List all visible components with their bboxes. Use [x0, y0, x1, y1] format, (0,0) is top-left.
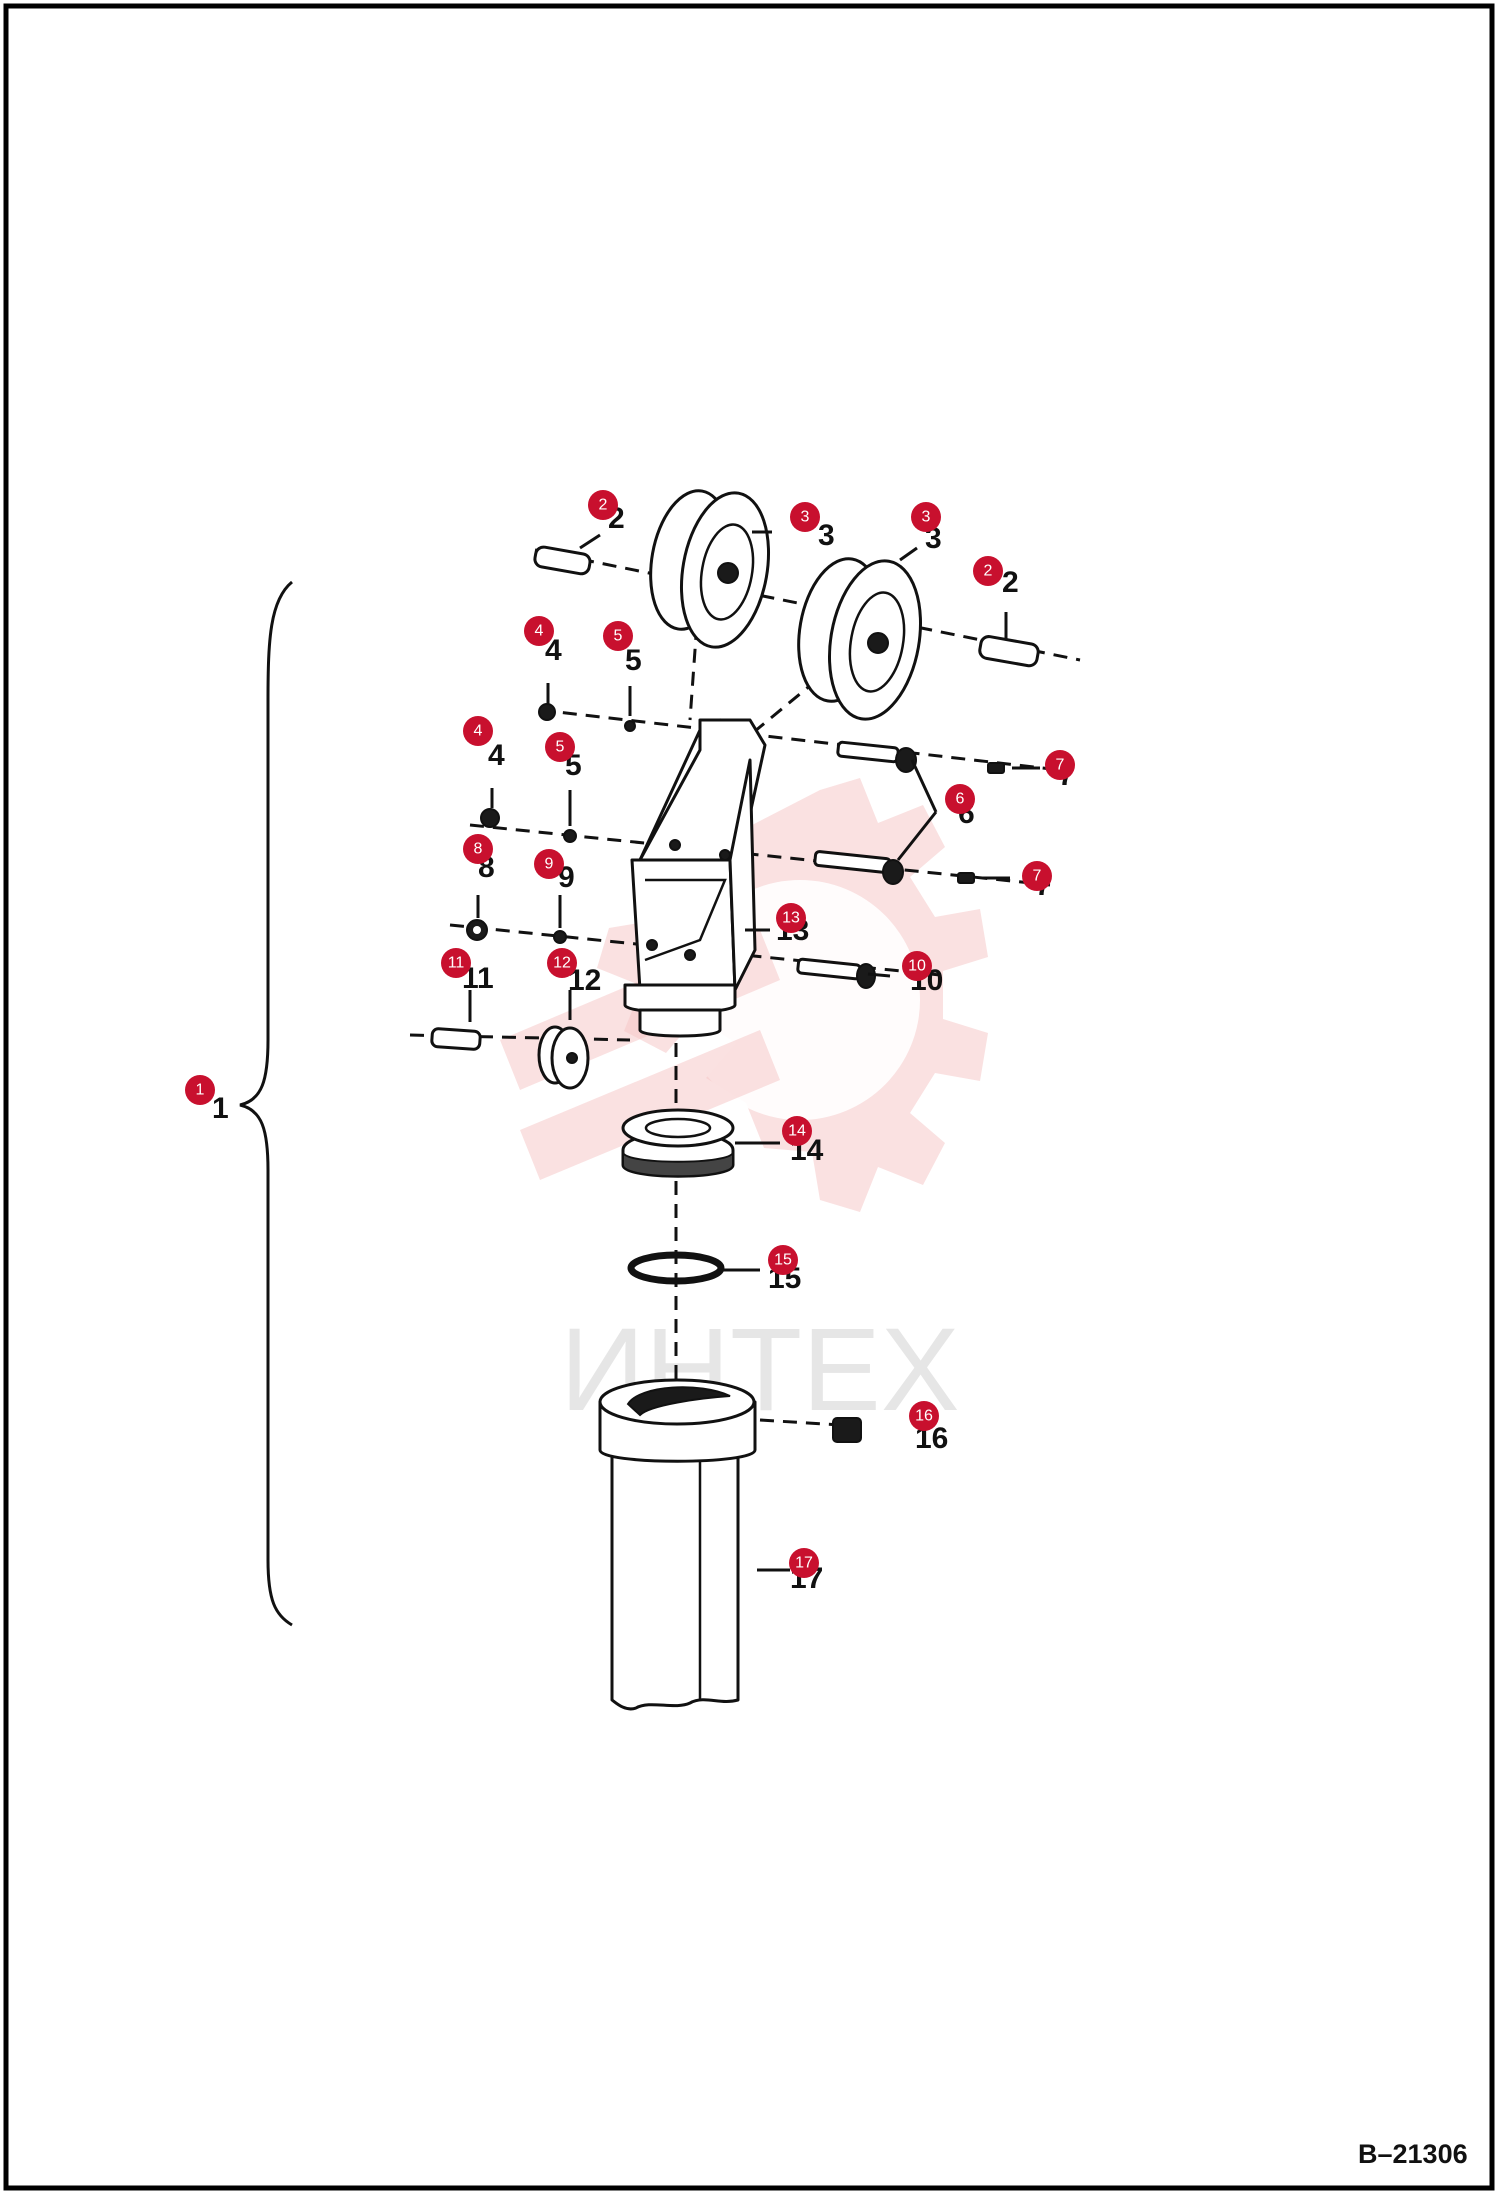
- sheave-3-left: [649, 489, 771, 649]
- svg-text:15: 15: [774, 1252, 792, 1269]
- callout-13[interactable]: 13: [776, 903, 806, 933]
- svg-text:10: 10: [908, 958, 926, 975]
- svg-text:11: 11: [448, 955, 465, 972]
- svg-text:2: 2: [599, 497, 608, 514]
- callout-5b[interactable]: 5: [545, 732, 575, 762]
- bolt-6-upper: [836, 740, 917, 773]
- mast-tube-17: [598, 1378, 757, 1711]
- svg-text:2: 2: [984, 563, 993, 580]
- sheave-3-right: [797, 557, 923, 721]
- nut-7-lower: [957, 872, 975, 884]
- assembly-brace: [239, 580, 293, 1627]
- callout-7a[interactable]: 7: [1045, 750, 1075, 780]
- svg-text:8: 8: [474, 841, 483, 858]
- callout-12[interactable]: 12: [547, 948, 577, 978]
- svg-text:14: 14: [788, 1123, 806, 1140]
- callout-10[interactable]: 10: [902, 951, 932, 981]
- nut-8: [466, 919, 488, 941]
- callout-14[interactable]: 14: [782, 1116, 812, 1146]
- callout-17[interactable]: 17: [789, 1548, 819, 1578]
- sheave-bracket-13: [623, 718, 767, 1038]
- num-4a: 4: [545, 634, 562, 667]
- roller-12: [537, 1025, 590, 1090]
- plug-16: [832, 1417, 862, 1443]
- snap-ring-15: [627, 1251, 725, 1285]
- pin-2-right: [978, 635, 1040, 668]
- callout-badges: 1 2 2 3 3 4 4 5 5 6 7 7 8 9 10 11 12 13 …: [185, 490, 1075, 1578]
- callout-3b[interactable]: 3: [911, 502, 941, 532]
- svg-text:5: 5: [556, 739, 565, 756]
- nut-7-upper: [987, 762, 1005, 774]
- callout-9[interactable]: 9: [534, 849, 564, 879]
- callout-15[interactable]: 15: [768, 1245, 798, 1275]
- svg-text:4: 4: [535, 623, 544, 640]
- callout-8[interactable]: 8: [463, 834, 493, 864]
- svg-text:3: 3: [922, 509, 931, 526]
- svg-text:1: 1: [196, 1082, 205, 1099]
- num-3a: 3: [818, 519, 835, 552]
- callout-7b[interactable]: 7: [1022, 861, 1052, 891]
- callout-1[interactable]: 1: [185, 1075, 215, 1105]
- bearing-ring-14: [621, 1108, 735, 1178]
- callout-16[interactable]: 16: [909, 1401, 939, 1431]
- num-1: 1: [212, 1092, 229, 1125]
- washer-5-lower: [563, 829, 577, 843]
- svg-text:13: 13: [782, 910, 800, 927]
- svg-text:3: 3: [801, 509, 810, 526]
- svg-text:9: 9: [545, 856, 554, 873]
- callout-3a[interactable]: 3: [790, 502, 820, 532]
- callout-6[interactable]: 6: [945, 784, 975, 814]
- num-2b: 2: [1002, 566, 1019, 599]
- callout-11[interactable]: 11: [441, 948, 471, 978]
- num-5a: 5: [625, 644, 642, 677]
- callout-4a[interactable]: 4: [524, 616, 554, 646]
- callout-4b[interactable]: 4: [463, 716, 493, 746]
- nut-4-upper: [538, 703, 556, 721]
- washer-9: [553, 930, 567, 944]
- svg-text:17: 17: [795, 1555, 813, 1572]
- svg-text:6: 6: [956, 791, 965, 808]
- svg-text:12: 12: [553, 955, 571, 972]
- svg-text:7: 7: [1033, 868, 1042, 885]
- nut-4-lower: [480, 808, 500, 828]
- callout-5a[interactable]: 5: [603, 621, 633, 651]
- pin-2-left: [533, 545, 592, 576]
- pin-11: [430, 1027, 482, 1051]
- callout-leaders: [468, 530, 1040, 1572]
- num-4b: 4: [488, 739, 505, 772]
- svg-text:16: 16: [915, 1408, 933, 1425]
- washer-5-upper: [624, 720, 636, 732]
- drawing-code: B–21306: [1358, 2139, 1468, 2169]
- callout-2a[interactable]: 2: [588, 490, 618, 520]
- callout-2b[interactable]: 2: [973, 556, 1003, 586]
- svg-text:7: 7: [1056, 757, 1065, 774]
- drawing-border: [3, 3, 1495, 2191]
- svg-text:4: 4: [474, 723, 483, 740]
- svg-text:5: 5: [614, 628, 623, 645]
- bolt-6-lower: [813, 850, 904, 885]
